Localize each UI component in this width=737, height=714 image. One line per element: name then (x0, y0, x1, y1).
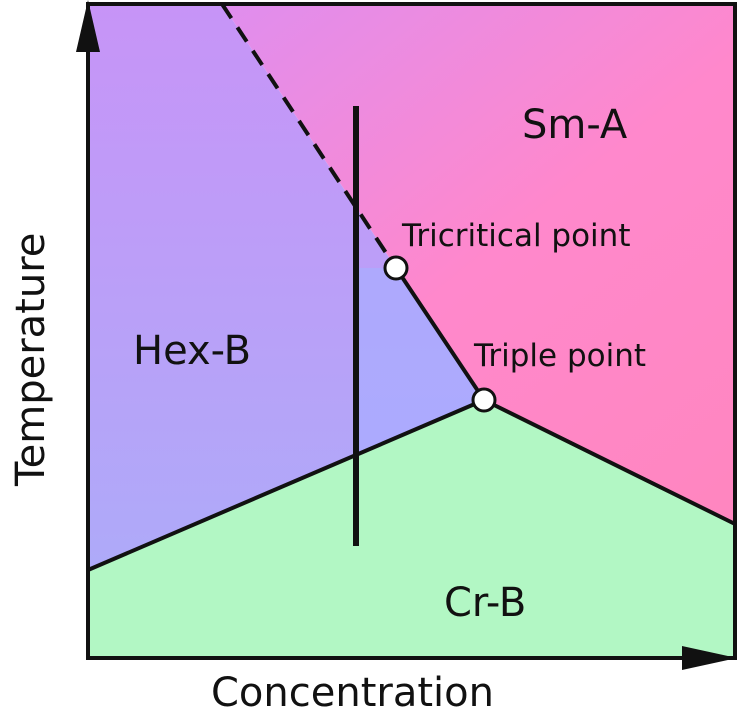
hex-cr-boundary-line (87, 398, 485, 572)
plot-frame (86, 2, 737, 660)
sma-cr-boundary-line (483, 398, 736, 526)
dashed-transition-line (220, 2, 398, 270)
cr-b-label: Cr-B (444, 580, 526, 626)
transition-line-tricritical-triple (394, 266, 486, 402)
tricritical-point-label: Tricritical point (401, 218, 630, 254)
wedge-region (358, 268, 484, 454)
x-axis-arrowhead (682, 646, 737, 670)
x-axis-label: Concentration (211, 670, 494, 714)
y-axis-arrowhead (76, 0, 100, 52)
sm-a-label: Sm-A (522, 102, 628, 148)
cr-b-region (88, 400, 735, 658)
hex-b-label: Hex-B (133, 328, 251, 374)
y-axis-label: Temperature (8, 233, 54, 487)
sm-a-region (88, 4, 735, 524)
triple-point-marker (471, 387, 497, 413)
tricritical-point-marker (383, 255, 409, 281)
triple-point-label: Triple point (473, 338, 646, 374)
